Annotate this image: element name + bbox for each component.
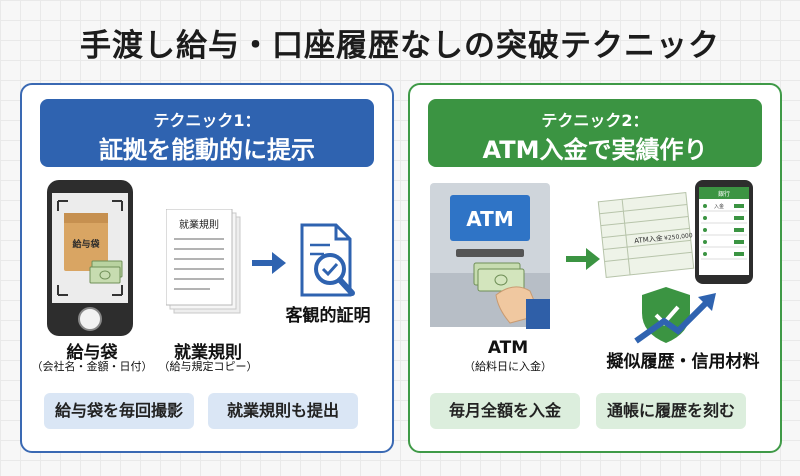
document-icon: 就業規則 xyxy=(166,209,241,314)
technique-2-number: テクニック2： xyxy=(541,111,649,130)
technique-2-panel: テクニック2： ATM入金で実績作り ATM ATM入金 xyxy=(408,83,782,453)
envelope-text: 給与袋 xyxy=(72,238,100,250)
smartphone-camera-icon: 給与袋 xyxy=(47,180,133,336)
technique-1-panel: テクニック1： 証拠を能動的に提示 給与袋 就業規則 xyxy=(20,83,394,453)
cash-icon xyxy=(89,260,123,284)
magnifier-check-icon xyxy=(300,223,355,297)
passbook-entry-text: ATM入金 xyxy=(634,233,663,245)
pill-passbook-history: 通帳に履歴を刻む xyxy=(596,393,746,429)
envelope-sub: （会社名・金額・日付） xyxy=(31,360,153,373)
atm-icon: ATM xyxy=(430,183,550,329)
objective-proof-label: 客観的証明 xyxy=(285,306,371,326)
passbook-icon: ATM入金 ¥250,000 xyxy=(597,192,695,278)
envelope-label: 給与袋 xyxy=(66,343,118,363)
doc-text: 就業規則 xyxy=(179,218,219,231)
atm-sub: （給料日に入金） xyxy=(464,360,552,373)
doc-sub: （給与規定コピー） xyxy=(158,360,258,373)
page-title: 手渡し給与・口座履歴なしの突破テクニック xyxy=(80,28,720,64)
technique-1-banner: テクニック1： 証拠を能動的に提示 xyxy=(40,99,374,167)
phone-app-icon: 銀行 入金 xyxy=(695,180,753,284)
atm-screen-text: ATM xyxy=(466,207,513,231)
trend-arrow-icon xyxy=(634,293,716,344)
technique-2-banner: テクニック2： ATM入金で実績作り xyxy=(428,99,762,167)
atm-label: ATM xyxy=(487,338,529,358)
pseudo-history-label: 擬似履歴・信用材料 xyxy=(606,352,760,372)
envelope-icon xyxy=(64,213,108,271)
doc-label: 就業規則 xyxy=(174,343,242,363)
technique-1-title: 証拠を能動的に提示 xyxy=(99,136,315,164)
pill-photo-envelope: 給与袋を毎回撮影 xyxy=(44,393,194,429)
technique-2-title: ATM入金で実績作り xyxy=(482,136,708,164)
pill-submit-rules: 就業規則も提出 xyxy=(208,393,358,429)
shield-check-icon xyxy=(634,287,716,344)
phone-row-label: 入金 xyxy=(714,203,724,210)
phone-header-text: 銀行 xyxy=(718,190,730,198)
arrow-right-icon xyxy=(566,248,600,270)
technique-1-number: テクニック1： xyxy=(153,111,261,130)
passbook-amount-text: ¥250,000 xyxy=(664,232,693,242)
arrow-right-icon xyxy=(252,252,286,274)
pill-monthly-deposit: 毎月全額を入金 xyxy=(430,393,580,429)
hand-cash-icon xyxy=(473,262,550,329)
